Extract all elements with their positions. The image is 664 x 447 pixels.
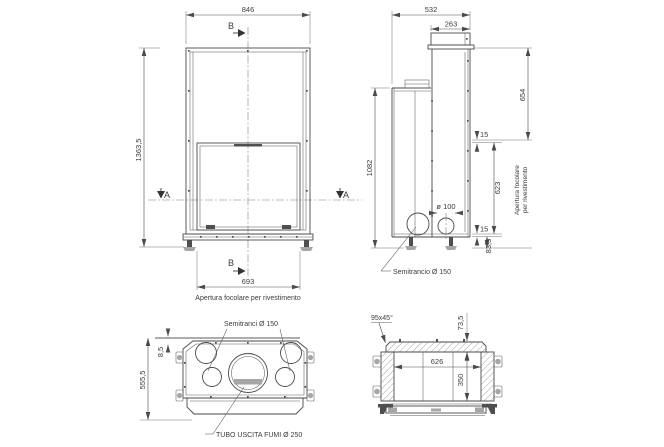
- section-body: [372, 339, 503, 416]
- section-line-a: A A: [148, 188, 362, 201]
- knockout-label: Semitrancio Ø 150: [393, 269, 451, 276]
- chamfer-callout: 95x45°: [371, 314, 393, 344]
- dim-upper-height: 654: [472, 47, 532, 141]
- front-frame: [182, 47, 314, 251]
- knockout-bottom-left: [202, 367, 222, 387]
- opening-note-line2: per rivestimento: [522, 167, 529, 214]
- dim-offset: 8,5: [156, 328, 171, 357]
- dim-626-label: 626: [431, 357, 444, 366]
- glass-clip-right: [282, 225, 291, 229]
- dim-73-label: 73,5: [456, 316, 465, 331]
- knockout-bottom-right: [275, 367, 295, 387]
- side-view: 532 263: [365, 5, 532, 276]
- hinge-tabs: [372, 355, 503, 398]
- hinge-tabs: [175, 351, 315, 402]
- flue-outlet-label: TUBO USCITA FUMI Ø 250: [216, 432, 302, 439]
- front-view: 846 B 1363,5 A A: [134, 5, 362, 302]
- knockouts-label: Semitranci Ø 150: [224, 321, 278, 328]
- knockouts-callout: Semitranci Ø 150: [207, 321, 291, 372]
- bottom-rail: [378, 403, 497, 416]
- dim-interior-height: 350: [456, 352, 470, 401]
- dim-overall-height: 1363,5: [134, 47, 184, 248]
- dim-1082-label: 1082: [365, 160, 374, 177]
- glass-clip-left: [206, 225, 215, 229]
- section-a-left-label: A: [164, 190, 170, 200]
- dim-693-label: 693: [242, 277, 255, 286]
- dim-555-label: 555,5: [138, 371, 147, 390]
- adjustable-feet: [183, 240, 313, 251]
- front-view-caption: Apertura focolare per rivestimento: [195, 295, 301, 302]
- knockout-top-right: [280, 342, 302, 364]
- dim-85-label: 8,5: [156, 347, 165, 357]
- dim-532-label: 532: [425, 5, 438, 14]
- section-view: 95x45° 73,5: [371, 313, 503, 416]
- dim-350-label: 350: [456, 374, 465, 387]
- right-wall-section: [480, 351, 495, 402]
- dim-gap-upper: 15: [472, 130, 502, 152]
- dim-1363-label: 1363,5: [134, 139, 143, 162]
- dim-opening-height: 623 Apertura focolare per rivestimento: [491, 142, 529, 234]
- dim-interior-width: 626: [394, 357, 481, 370]
- section-marker-b-top: B: [228, 21, 246, 37]
- dim-hole-100: ø 100: [429, 202, 463, 216]
- screw-dots: [431, 38, 469, 217]
- top-body: [175, 340, 315, 415]
- dim-body-height: 1082: [365, 87, 404, 249]
- dim-opening-width: 693: [196, 251, 301, 290]
- dim-depth: 555,5: [138, 338, 192, 421]
- dim-263-label: 263: [445, 20, 458, 29]
- flue-outlet-ring: [228, 353, 268, 393]
- dim-623-label: 623: [493, 182, 502, 195]
- handle-strip: [234, 144, 262, 147]
- dim-overall-width: 846: [185, 5, 311, 44]
- dim-base-height: 83,5: [472, 236, 532, 254]
- top-ticks: [399, 339, 465, 342]
- dim-o100-label: ø 100: [436, 202, 455, 211]
- flue-baffle: [234, 379, 262, 385]
- top-view: Semitranci Ø 150 8,5 555,5: [138, 321, 315, 439]
- section-a-right-label: A: [343, 190, 349, 200]
- side-body: [391, 32, 475, 250]
- flue-outlet-callout: TUBO USCITA FUMI Ø 250: [205, 386, 302, 439]
- top-plate: [427, 44, 475, 50]
- dim-15-upper-label: 15: [480, 130, 488, 139]
- dim-654-label: 654: [518, 89, 527, 102]
- left-wall-section: [380, 351, 395, 402]
- dim-flue-depth: 263: [430, 20, 470, 32]
- knockout-callout: Semitrancio Ø 150: [380, 226, 451, 276]
- knockout-circle-150: [406, 212, 430, 236]
- adjustable-feet: [405, 237, 457, 250]
- dim-depth-total: 532: [391, 5, 471, 84]
- section-b-bottom-label: B: [228, 258, 234, 268]
- knockout-top-left: [195, 342, 217, 364]
- screw-dots: [188, 50, 308, 238]
- section-marker-b-bottom: B: [228, 258, 246, 275]
- section-b-top-label: B: [228, 21, 234, 31]
- base-skirt: [186, 397, 304, 415]
- dim-chamfer-label: 95x45°: [371, 314, 393, 322]
- glass-opening: [196, 142, 301, 231]
- flue-section: [430, 32, 471, 46]
- top-plate-section: [385, 341, 487, 353]
- dim-83-label: 83,5: [484, 239, 493, 254]
- dim-15-lower-label: 15: [480, 225, 488, 234]
- screw-dots: [184, 342, 307, 398]
- dim-846-label: 846: [242, 5, 255, 14]
- opening-note-line1: Apertura focolare: [514, 165, 521, 215]
